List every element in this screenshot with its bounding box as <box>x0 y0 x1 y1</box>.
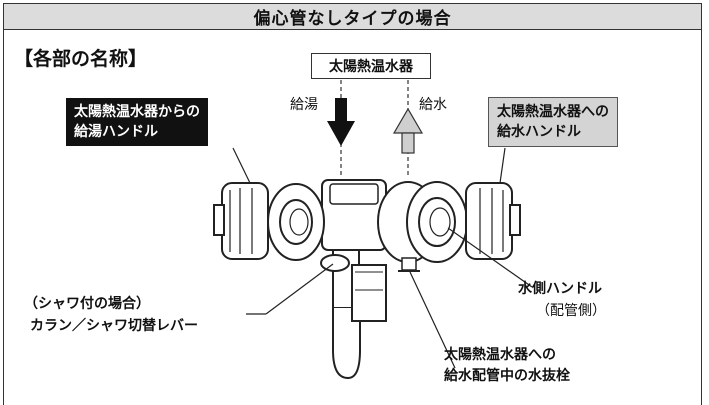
hot-supply-label: 給湯 <box>290 97 318 113</box>
cold-handle-callout-line1: 太陽熱温水器への <box>497 104 609 120</box>
page-title: 偏心管なしタイプの場合 <box>4 4 701 30</box>
leader-drain <box>409 271 456 369</box>
leader-cold-handle <box>499 147 506 184</box>
water-handle-note: （配管側） <box>536 303 606 319</box>
solar-heater-label: 太陽熱温水器 <box>311 53 431 79</box>
water-handle-label: 水側ハンドル <box>518 281 602 297</box>
hot-handle-callout-line2: 給湯ハンドル <box>74 124 158 140</box>
hot-handle-callout-line1: 太陽熱温水器からの <box>74 104 200 120</box>
cold-handle-callout-line2: 給水ハンドル <box>497 124 581 140</box>
drain-note-line1: 太陽熱温水器への <box>444 347 556 363</box>
hot-handle <box>213 182 325 261</box>
hot-handle-callout: 太陽熱温水器からの 給湯ハンドル <box>66 98 208 146</box>
lever-note-line2: カラン／シャワ切替レバー <box>30 318 198 334</box>
cold-handle <box>377 181 521 263</box>
diagram-frame: 偏心管なしタイプの場合 <box>3 3 702 405</box>
section-title: 【各部の名称】 <box>14 48 148 70</box>
leader-hot-handle <box>232 147 251 184</box>
drain-note-line2: 給水配管中の水抜栓 <box>444 368 570 384</box>
lever-note-line1: （シャワ付の場合） <box>24 296 150 312</box>
cold-up-arrow <box>392 107 424 154</box>
drain-valve <box>398 257 420 272</box>
leader-water-handle <box>447 227 533 288</box>
cold-handle-callout: 太陽熱温水器への 給水ハンドル <box>488 97 618 147</box>
hot-down-arrow <box>327 98 355 146</box>
water-supply-label: 給水 <box>419 97 447 113</box>
